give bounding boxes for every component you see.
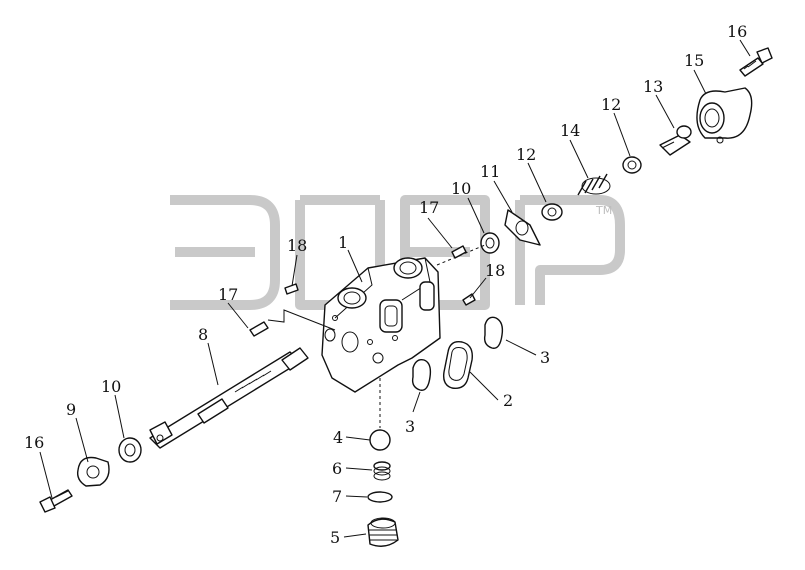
part-17-pin-upper xyxy=(451,245,467,259)
callout-7: 7 xyxy=(332,487,342,506)
part-7-oring xyxy=(367,491,393,503)
part-12-collar-right xyxy=(622,156,642,174)
part-9-plate xyxy=(76,456,110,487)
part-17-pin-lower xyxy=(249,321,269,337)
callout-11: 11 xyxy=(480,162,500,181)
callout-18-left: 18 xyxy=(287,236,307,255)
part-12-collar-left xyxy=(541,203,563,221)
callout-10-lower: 10 xyxy=(101,377,121,396)
callout-16-bottom: 16 xyxy=(24,433,44,452)
part-4-ball xyxy=(369,429,391,451)
part-3-oring-lower xyxy=(411,358,432,391)
part-2-gasket xyxy=(442,341,473,389)
callout-5: 5 xyxy=(330,528,340,547)
callout-3-upper: 3 xyxy=(540,348,550,367)
callout-15: 15 xyxy=(684,51,704,70)
callout-18-right: 18 xyxy=(485,261,505,280)
callout-4: 4 xyxy=(333,428,343,447)
part-11-plate xyxy=(504,209,541,246)
callout-6: 6 xyxy=(332,459,342,478)
watermark-tm: TM xyxy=(595,204,612,217)
callout-labels: 1 2 3 3 4 5 6 7 8 9 10 10 11 12 12 13 14… xyxy=(24,22,747,547)
callout-12-right: 12 xyxy=(601,95,621,114)
callout-17-lower: 17 xyxy=(218,285,238,304)
callout-14: 14 xyxy=(560,121,580,140)
callout-3-lower: 3 xyxy=(405,417,415,436)
part-10-seal-lower xyxy=(118,437,142,463)
part-3-oring-upper xyxy=(483,316,504,349)
part-6-spring xyxy=(373,461,391,481)
part-15-end-cap xyxy=(696,87,753,144)
part-16-bolt-bottom xyxy=(39,489,73,513)
part-10-seal-upper xyxy=(480,232,500,254)
callout-9: 9 xyxy=(66,400,76,419)
leader-lines xyxy=(39,39,751,538)
part-14-spring xyxy=(577,173,611,196)
callout-17-upper: 17 xyxy=(419,198,439,217)
part-13-plug xyxy=(659,125,692,156)
callout-10-upper: 10 xyxy=(451,179,471,198)
part-8-spool xyxy=(149,347,309,449)
callout-12-left: 12 xyxy=(516,145,536,164)
part-1-valve-body xyxy=(321,257,441,393)
part-5-plug xyxy=(367,517,399,547)
part-16-bolt-top xyxy=(739,47,773,77)
part-18-pin-right xyxy=(462,293,476,306)
callout-13: 13 xyxy=(643,77,663,96)
callout-16-top: 16 xyxy=(727,22,747,41)
callout-2: 2 xyxy=(503,391,513,410)
callout-8: 8 xyxy=(198,325,208,344)
callout-1: 1 xyxy=(338,233,348,252)
